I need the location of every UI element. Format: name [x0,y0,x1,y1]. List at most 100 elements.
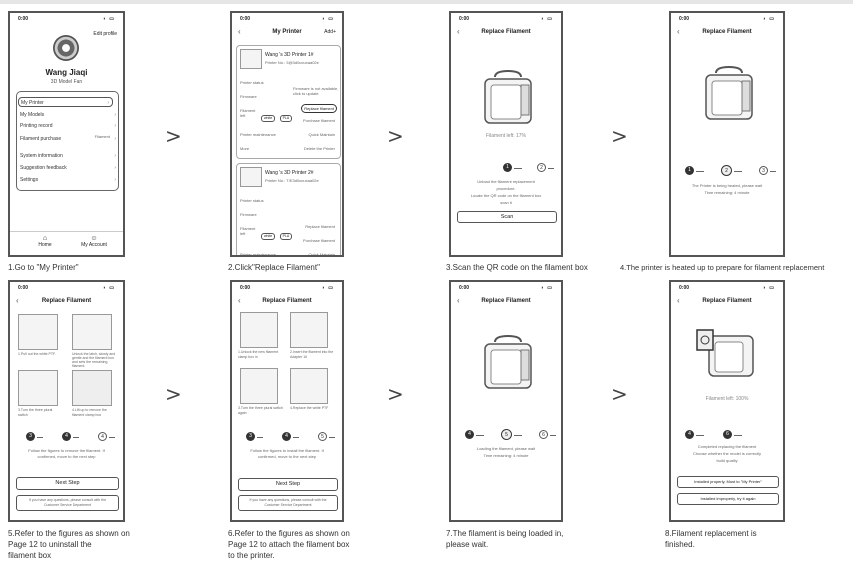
instruction-figure-2 [72,314,112,350]
back-icon[interactable]: ‹ [238,296,241,305]
printer-illustration [484,334,532,389]
next-arrow: > [611,382,628,406]
status-bar: 0:00 ◗ ▭ [240,285,334,291]
page-title: Replace Filament [481,29,531,35]
phone-screen-my-printer: 0:00 ◗ ▭ ‹ My Printer Add+ Wang 's 3D Pr… [230,11,344,257]
step-indicator: 4 [62,432,71,441]
page-title: Replace Filament [262,298,312,304]
user-name: Wang Jiaqi [45,68,88,77]
status-bar: 0:00 ◗ ▭ [459,285,553,291]
contact-support-box[interactable]: If you have any questions, please consul… [238,495,338,511]
menu-my-printer[interactable]: My Printer› [18,97,113,107]
step-indicator: 6 [539,430,548,439]
chevron-right-icon: › [114,165,116,171]
tab-my-account[interactable]: ☺ My Account [76,235,112,248]
next-arrow: > [611,124,628,148]
step-connector [257,437,263,438]
menu-settings[interactable]: Settings› [20,177,116,183]
step-caption-1: 1.Go to "My Printer" [8,263,79,272]
step-indicator: 5 [318,432,327,441]
status-bar: 0:00 ◗ ▭ [240,16,334,22]
phone-screen-finished: 0:00 ◗ ▭ ‹ Replace Filament Filament lef… [669,280,785,522]
next-arrow: > [387,382,404,406]
page-title: Replace Filament [41,298,92,304]
account-icon: ☺ [90,235,98,242]
back-icon[interactable]: ‹ [677,27,680,36]
chevron-right-icon: › [114,123,116,129]
tab-bar-divider [10,231,123,232]
step-connector [734,435,742,436]
next-arrow: > [165,382,182,406]
step-connector [109,437,115,438]
filament-left-label: Filament left: 100% [705,396,749,402]
contact-support-box[interactable]: If you have any questions, please consul… [16,495,119,511]
wifi-battery-icon: ◗ ▭ [102,285,115,291]
phone-screen-my-account: 0:00 ◗ ▭ Edit profile Wang Jiaqi 3D Mode… [8,11,125,257]
step-indicator: 3 [759,166,768,175]
wifi-battery-icon: ◗ ▭ [762,285,775,291]
back-icon[interactable]: ‹ [677,296,680,305]
scan-button[interactable]: Scan [457,211,557,223]
next-step-button[interactable]: Next Step [16,477,119,490]
menu-suggestion-feedback[interactable]: Suggestion feedback› [20,165,116,171]
phone-screen-scan: 0:00 ◗ ▭ ‹ Replace Filament Filament lef… [449,11,563,257]
printer-with-filament-illustration [696,329,754,377]
step-indicator: 6 [723,430,732,439]
back-icon[interactable]: ‹ [457,27,460,36]
step-connector [329,437,335,438]
menu-my-models[interactable]: My Models› [20,112,116,118]
step-connector [514,435,522,436]
phone-screen-heating: 0:00 ◗ ▭ ‹ Replace Filament 1 2 3 The Pr… [669,11,785,257]
filament-tags: white PLA [261,106,293,124]
step-connector [293,437,299,438]
step-indicator: 1 [503,163,512,172]
step-indicator: 4 [282,432,291,441]
back-icon[interactable]: ‹ [457,296,460,305]
edit-profile-link[interactable]: Edit profile [93,31,117,37]
user-title: 3D Model Fan [50,79,83,85]
printer-card-1: Wang 's 3D Printer 1# Printer No.: 5@3d0… [236,45,341,159]
back-icon[interactable]: ‹ [238,27,241,36]
printer-thumbnail [240,167,262,187]
step-caption-4: 4.The printer is heated up to prepare fo… [620,263,825,272]
menu-printing-record[interactable]: Printing record› [20,123,116,129]
step-indicator: 3 [246,432,255,441]
printer-card-2: Wang 's 3D Printer 2# Printer No.: T/E3d… [236,163,341,255]
top-border [0,0,853,4]
installed-properly-button[interactable]: Installed properly, Must to "My Printer" [677,476,779,488]
wifi-battery-icon: ◗ ▭ [321,16,334,22]
instruction-figure-2 [290,312,328,348]
status-bar: 0:00 ◗ ▭ [18,285,115,291]
chevron-right-icon: › [107,100,109,106]
phone-screen-uninstall: 0:00 ◗ ▭ ‹ Replace Filament 1.Pull out t… [8,280,125,522]
step-connector [734,171,742,172]
step-connector [514,168,522,169]
step-connector [770,171,776,172]
filament-tags: white PLA [261,224,293,242]
replace-filament-button[interactable]: Replace filament [301,104,337,113]
instruction-figure-4 [72,370,112,406]
status-bar: 0:00 ◗ ▭ [459,16,553,22]
menu-filament-purchase[interactable]: Filament purchase Filament › [20,134,116,142]
step-connector [550,435,556,436]
next-step-button[interactable]: Next Step [238,478,338,491]
wifi-battery-icon: ◗ ▭ [762,16,775,22]
step-indicator: 1 [685,166,694,175]
status-bar: 0:00 ◗ ▭ [679,16,775,22]
back-icon[interactable]: ‹ [16,296,19,305]
add-printer-link[interactable]: Add+ [324,29,336,35]
chevron-right-icon: › [114,153,116,159]
wifi-battery-icon: ◗ ▭ [321,285,334,291]
menu-system-information[interactable]: System information› [20,153,116,159]
installed-improperly-button[interactable]: Installed improperly, try it again [677,493,779,505]
step-caption-8: 8.Filament replacement is finished. [665,529,757,549]
step-connector [476,435,484,436]
step-indicator: 3 [26,432,35,441]
tab-home[interactable]: ⌂ Home [30,235,60,248]
instruction-figure-1 [240,312,278,348]
step-connector [548,168,554,169]
phone-screen-install: 0:00 ◗ ▭ ‹ Replace Filament 1.Unlock the… [230,280,344,522]
filament-left-label: Filament left: 17% [485,133,527,139]
wifi-battery-icon: ◗ ▭ [540,285,553,291]
status-time: 0:00 [18,16,29,22]
